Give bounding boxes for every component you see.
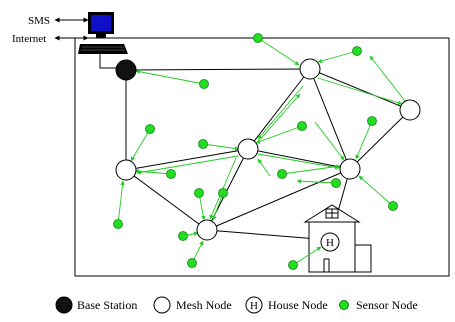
legend: Base Station Mesh Node H House Node Sens… — [55, 296, 418, 314]
mesh-node — [399, 99, 421, 121]
sensor-node — [388, 201, 398, 211]
legend-base-station-symbol — [55, 296, 73, 314]
sensor-node — [198, 139, 208, 149]
mesh-links — [125, 68, 411, 241]
mesh-node — [299, 58, 321, 80]
mesh-node — [339, 158, 361, 180]
legend-house-node-letter: H — [250, 300, 258, 312]
computer-icon — [78, 12, 128, 54]
legend-base-station-label: Base Station — [77, 298, 137, 312]
base-station — [115, 59, 137, 81]
sensor-node — [288, 260, 298, 270]
sensor-node — [194, 188, 204, 198]
sensor-node — [113, 219, 123, 229]
sensor-node — [367, 116, 377, 126]
mesh-node — [237, 138, 259, 160]
house-node: H — [320, 232, 340, 252]
legend-house-node-label: House Node — [268, 298, 328, 312]
sms-label: SMS — [28, 15, 50, 27]
legend-mesh-node-symbol — [153, 296, 171, 314]
legend-mesh-node-label: Mesh Node — [176, 298, 232, 312]
sensor-node — [277, 169, 287, 179]
legend-sensor-node-label: Sensor Node — [356, 298, 418, 312]
mesh-node — [196, 219, 218, 241]
house-node-letter: H — [326, 237, 334, 249]
mesh-nodes — [115, 58, 421, 241]
sensor-node — [297, 121, 307, 131]
legend-house-node-symbol — [245, 296, 263, 314]
sensor-node — [166, 169, 176, 179]
sensor-node — [331, 178, 341, 188]
sensor-node — [253, 33, 263, 43]
sensor-node — [178, 231, 188, 241]
sensor-nodes — [113, 33, 398, 270]
sensor-node — [218, 188, 228, 198]
legend-sensor-node-symbol — [339, 300, 349, 310]
computer-cable — [99, 54, 118, 69]
sensor-node — [187, 258, 197, 268]
mesh-node — [115, 159, 137, 181]
internet-label: Internet — [12, 33, 46, 45]
sensor-node — [352, 46, 362, 56]
sensor-node — [145, 124, 155, 134]
sensor-node — [199, 79, 209, 89]
